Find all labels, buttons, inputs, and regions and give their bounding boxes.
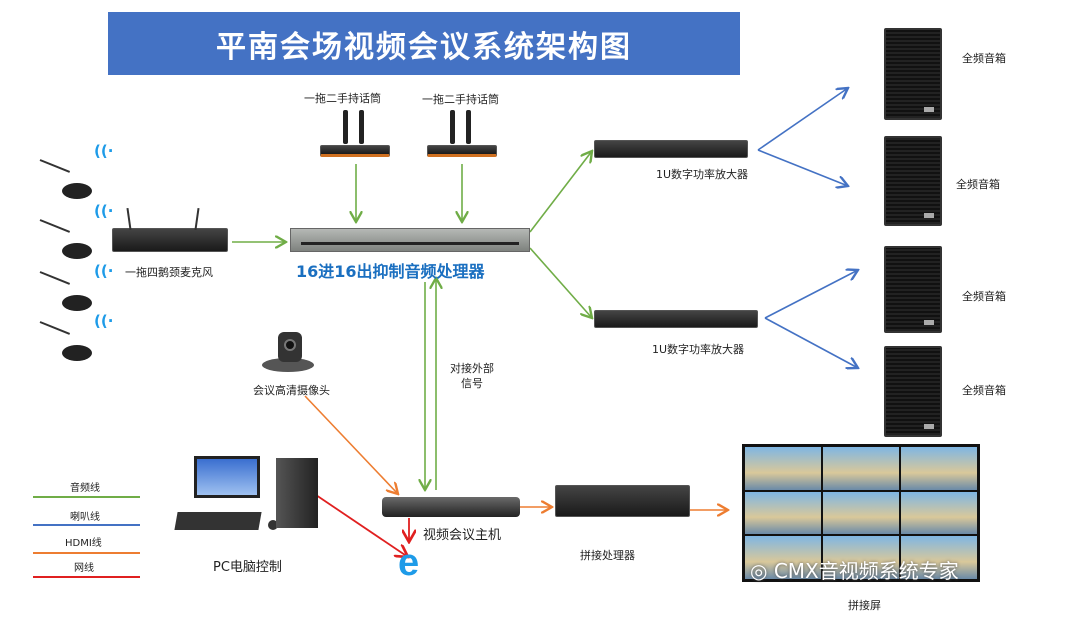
diagram-title: 平南会场视频会议系统架构图	[108, 12, 740, 75]
speaker-icon	[884, 136, 942, 226]
wifi-icon: ((·	[94, 312, 114, 330]
wechat-icon: ◎	[750, 559, 774, 583]
legend-hdmi-line	[33, 552, 140, 554]
legend-network-line	[33, 576, 140, 578]
handheld-mic-label: 一拖二手持话筒	[304, 92, 381, 105]
audio-line	[529, 151, 592, 233]
amplifier-icon	[594, 140, 748, 158]
external-signal-label: 对接外部	[450, 362, 494, 375]
speaker-line	[764, 317, 858, 368]
amplifier-label: 1U数字功率放大器	[652, 343, 745, 356]
legend-label: 喇叭线	[70, 512, 100, 523]
speaker-line	[757, 149, 848, 186]
legend-label: 网线	[74, 563, 94, 574]
handheld-mic-label: 一拖二手持话筒	[422, 93, 499, 106]
gooseneck-mic-icon	[38, 267, 92, 311]
browser-ie-icon: e	[398, 542, 420, 584]
speaker-line	[764, 270, 858, 319]
legend-label: HDMI线	[65, 538, 102, 549]
vc-host-icon	[382, 497, 520, 517]
speaker-icon	[884, 28, 942, 120]
speaker-icon	[884, 246, 942, 333]
wifi-icon: ((·	[94, 142, 114, 160]
amplifier-label: 1U数字功率放大器	[656, 168, 749, 181]
speaker-icon	[884, 346, 942, 437]
legend-speaker-line	[33, 524, 140, 526]
wireless-receiver-icon	[112, 228, 228, 252]
legend-audio-line	[33, 496, 140, 498]
gooseneck-mic-icon	[38, 215, 92, 259]
speaker-label: 全频音箱	[956, 178, 1000, 191]
speaker-line	[757, 88, 848, 151]
monitor-icon	[194, 456, 260, 498]
speaker-label: 全频音箱	[962, 290, 1006, 303]
speaker-label: 全频音箱	[962, 52, 1006, 65]
hdmi-line	[304, 395, 398, 494]
watermark-text: CMX音视频系统专家	[773, 559, 959, 583]
handheld-receiver-icon	[320, 145, 390, 157]
audio-processor-icon	[290, 228, 530, 252]
video-wall-label: 拼接屏	[848, 599, 881, 612]
wifi-icon: ((·	[94, 262, 114, 280]
audio-line	[529, 247, 592, 318]
wifi-icon: ((·	[94, 202, 114, 220]
pc-tower-icon	[276, 458, 318, 528]
legend-label: 音频线	[70, 483, 100, 494]
gooseneck-mic-icon	[38, 317, 92, 361]
audio-processor-label: 16进16出抑制音频处理器	[296, 262, 485, 281]
pc-label: PC电脑控制	[213, 560, 282, 575]
video-wall	[742, 444, 980, 582]
external-signal-label: 信号	[461, 377, 483, 390]
keyboard-icon	[174, 512, 262, 530]
speaker-label: 全频音箱	[962, 384, 1006, 397]
watermark: ◎ CMX音视频系统专家	[750, 555, 959, 584]
handheld-receiver-icon	[427, 145, 497, 157]
gooseneck-mic-icon	[38, 155, 92, 199]
wireless-receiver-label: 一拖四鹅颈麦克风	[125, 266, 213, 279]
camera-icon	[262, 358, 314, 372]
vc-host-label: 视频会议主机	[423, 528, 502, 543]
mouse-icon	[268, 520, 278, 530]
network-line	[315, 494, 408, 557]
camera-label: 会议高清摄像头	[253, 384, 330, 397]
splicing-processor-icon	[555, 485, 690, 517]
amplifier-icon	[594, 310, 758, 328]
splicing-processor-label: 拼接处理器	[580, 549, 635, 562]
